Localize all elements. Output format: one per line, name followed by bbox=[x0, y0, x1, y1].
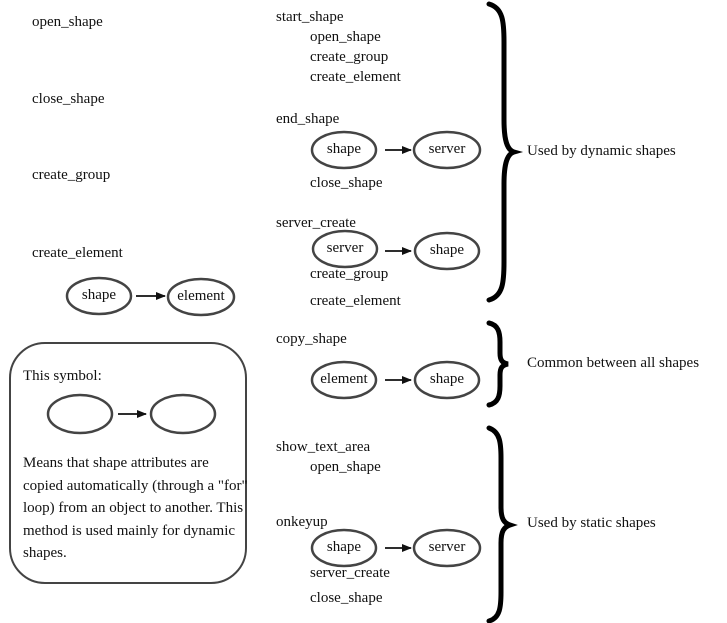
dynamic-brace bbox=[486, 1, 524, 303]
static-group-label: Used by static shapes bbox=[527, 515, 656, 531]
end-shape-from-ellipse bbox=[310, 130, 378, 170]
end-shape-to-ellipse bbox=[412, 130, 482, 170]
common-brace bbox=[486, 320, 509, 408]
open-shape-label: open_shape bbox=[32, 14, 103, 30]
start-shape-call-2: create_group bbox=[310, 49, 389, 65]
end-shape-title: end_shape bbox=[276, 111, 340, 127]
create-element-label: create_element bbox=[32, 245, 123, 261]
copy-shape-to-node: shape bbox=[429, 371, 465, 387]
onkeyup-from-node: shape bbox=[326, 539, 362, 555]
server-create-call-1: create_group bbox=[310, 266, 389, 282]
end-shape-to-node: server bbox=[428, 141, 466, 157]
static-brace bbox=[486, 425, 518, 623]
legend-to-ellipse bbox=[149, 393, 217, 435]
onkeyup-call-1: server_create bbox=[310, 565, 390, 581]
copy-shape-to-ellipse bbox=[413, 360, 481, 400]
server-create-to-ellipse bbox=[413, 231, 481, 271]
start-shape-call-3: create_element bbox=[310, 69, 401, 85]
start-shape-title: start_shape bbox=[276, 9, 344, 25]
dynamic-group-label: Used by dynamic shapes bbox=[527, 143, 676, 159]
onkeyup-to-node: server bbox=[428, 539, 466, 555]
create-element-from-ellipse bbox=[65, 276, 133, 316]
legend-from-ellipse bbox=[46, 393, 114, 435]
close-shape-label: close_shape bbox=[32, 91, 105, 107]
create-group-label: create_group bbox=[32, 167, 111, 183]
start-shape-call-1: open_shape bbox=[310, 29, 381, 45]
server-create-to-node: shape bbox=[429, 242, 465, 258]
copy-shape-from-node: element bbox=[320, 371, 368, 387]
legend-description: Means that shape attributes are copied a… bbox=[23, 455, 248, 561]
server-create-call-2: create_element bbox=[310, 293, 401, 309]
onkeyup-title: onkeyup bbox=[276, 514, 328, 530]
server-create-title: server_create bbox=[276, 215, 356, 231]
legend-title: This symbol: bbox=[23, 368, 102, 384]
onkeyup-call-2: close_shape bbox=[310, 590, 383, 606]
end-shape-from-node: shape bbox=[326, 141, 362, 157]
create-element-to-ellipse bbox=[166, 277, 236, 317]
create-element-from-node: shape bbox=[81, 287, 117, 303]
common-group-label: Common between all shapes bbox=[527, 355, 700, 371]
onkeyup-from-ellipse bbox=[310, 528, 378, 568]
create-element-to-node: element bbox=[177, 288, 225, 304]
legend-box bbox=[9, 342, 247, 584]
server-create-from-ellipse bbox=[311, 229, 379, 269]
end-shape-call-1: close_shape bbox=[310, 175, 383, 191]
onkeyup-to-ellipse bbox=[412, 528, 482, 568]
copy-shape-title: copy_shape bbox=[276, 331, 347, 347]
show-text-area-title: show_text_area bbox=[276, 439, 371, 455]
server-create-from-node: server bbox=[326, 240, 364, 256]
copy-shape-from-ellipse bbox=[310, 360, 378, 400]
show-text-area-call-1: open_shape bbox=[310, 459, 381, 475]
